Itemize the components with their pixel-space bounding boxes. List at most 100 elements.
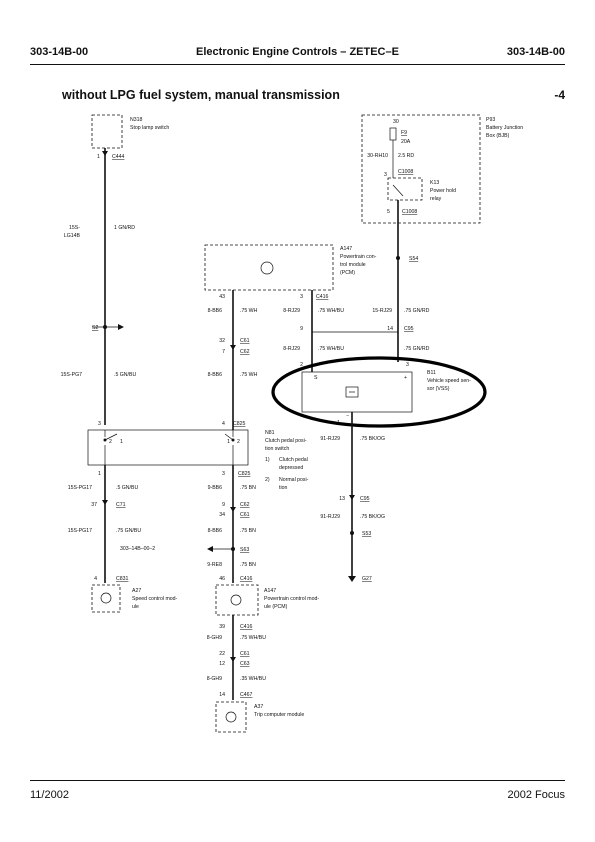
n318-id: N318 <box>130 117 143 123</box>
c95-bottom: C95 <box>360 496 370 502</box>
s2-arrow <box>118 324 124 330</box>
ckt-15s: 15S- <box>69 225 80 231</box>
b11-vss-box <box>301 371 413 413</box>
vss-terminal-minus: − <box>346 413 349 419</box>
header-rule <box>30 64 565 65</box>
n81-sw-right-2: 2 <box>237 439 240 445</box>
ckt-lg14b: LG14B <box>64 233 81 239</box>
pin-43: 43 <box>219 294 225 300</box>
a37-id: A37 <box>254 704 263 710</box>
wire-75bn-a: .75 BN <box>240 485 256 491</box>
ckt-8bb6-b: 8-BB6 <box>208 372 223 378</box>
n81-pin-4: 4 <box>222 421 225 427</box>
n81-sw-right-1: 1 <box>227 439 230 445</box>
ckt-9re8: 9-RE8 <box>207 562 222 568</box>
diagram-subtitle: without LPG fuel system, manual transmis… <box>62 88 340 102</box>
a147-top-id: A147 <box>340 246 352 252</box>
pin-9b: 9 <box>222 502 225 508</box>
n81-pin-3: 3 <box>98 421 101 427</box>
n81-legend-2b: tion <box>279 485 287 491</box>
wire-75bn-c: .75 BN <box>240 562 256 568</box>
wire-5gnbu-top: .5 GN/BU <box>114 372 136 378</box>
n81-sw-left-1: 1 <box>120 439 123 445</box>
wire-75wh-a: .75 WH <box>240 308 258 314</box>
a37-module-icon <box>225 711 237 723</box>
wire-75bn-b: .75 BN <box>240 528 256 534</box>
f9-rating: 20A <box>401 139 411 145</box>
a27-name-2: ule <box>132 604 139 610</box>
pin-34: 34 <box>219 512 225 518</box>
bjb-wire: 2.5 RD <box>398 153 414 159</box>
p93-name-1: Battery Junction <box>486 125 523 131</box>
f9-fuse-icon <box>389 127 397 141</box>
ckt-15spg7: 15S-PG7 <box>61 372 82 378</box>
a147-module-icon <box>260 261 274 275</box>
ckt-91rj29-b: 91-RJ29 <box>320 514 340 520</box>
c467-connector: C467 <box>240 692 253 698</box>
ckt-8gh9-b: 8-GH9 <box>207 676 222 682</box>
n81-legend-2a: Normal posi- <box>279 477 309 483</box>
ckt-15rj29: 15-RJ29 <box>372 308 392 314</box>
n81-clutch-switch-box <box>87 429 249 466</box>
n81-name-1: Clutch pedal posi- <box>265 438 307 444</box>
c61-c: C61 <box>240 651 250 657</box>
ckt-9bb6-a: 9-BB6 <box>208 485 223 491</box>
k13-name-2: relay <box>430 196 442 202</box>
n81-pin-1: 1 <box>98 471 101 477</box>
ckt-15spg17-b: 15S-PG17 <box>68 528 92 534</box>
s53-splice-dot <box>350 531 354 535</box>
vss-sensor-icon <box>345 386 359 398</box>
c62-b-terminal <box>230 507 236 512</box>
c63-connector: C63 <box>240 661 250 667</box>
ckt-8rj29-b: 8-RJ29 <box>283 346 300 352</box>
c444-connector: C444 <box>112 154 125 160</box>
c71-terminal <box>102 500 108 505</box>
c825-bottom: C825 <box>238 471 251 477</box>
section-number-right: 303-14B-00 <box>506 46 565 58</box>
c62-a: C62 <box>240 349 250 355</box>
c95-bottom-terminal <box>349 495 355 500</box>
splice-s63: S63 <box>240 547 249 553</box>
wire-75gnbu: .75 GN/BU <box>116 528 141 534</box>
k13-relay-box <box>387 177 423 201</box>
footer-date: 11/2002 <box>30 789 69 801</box>
vss-pin-3: 3 <box>406 362 409 368</box>
c61-c-terminal <box>230 657 236 662</box>
ckt-8gh9-a: 8-GH9 <box>207 635 222 641</box>
k13-relay-contact <box>392 184 404 197</box>
a27-pin: 4 <box>94 576 97 582</box>
c1008-bottom: C1008 <box>402 209 417 215</box>
a27-speed-control-module-box <box>91 584 121 613</box>
pin-3: 3 <box>300 294 303 300</box>
wire-75gnrd-a: .75 GN/RD <box>404 308 430 314</box>
wire-35whbu: .35 WH/BU <box>240 676 266 682</box>
n318-pin: 1 <box>97 154 100 160</box>
pin-14: 14 <box>387 326 393 332</box>
n318-stop-lamp-switch-box <box>91 114 123 149</box>
n81-pin-3b: 3 <box>222 471 225 477</box>
c95-top: C95 <box>404 326 414 332</box>
diagram-page-marker: -4 <box>554 88 565 102</box>
c61-a-terminal <box>230 345 236 350</box>
c61-b: C61 <box>240 512 250 518</box>
a147-top-name-2: trol module <box>340 262 366 268</box>
c444-terminal <box>102 151 108 156</box>
pin-12: 12 <box>219 661 225 667</box>
n81-legend-1b: depressed <box>279 465 303 471</box>
c825-top: C825 <box>233 421 246 427</box>
wire-75gnrd-b: .75 GN/RD <box>404 346 430 352</box>
s54-splice-dot <box>396 256 400 260</box>
ckt-8rj29-a: 8-RJ29 <box>283 308 300 314</box>
c416-bot: C416 <box>240 624 253 630</box>
pin-13: 13 <box>339 496 345 502</box>
bjb-ckt: 30-RH10 <box>367 153 388 159</box>
n81-legend-1-num: 1) <box>265 457 270 463</box>
ground-g27: G27 <box>362 576 372 582</box>
a27-id: A27 <box>132 588 141 594</box>
pin-22: 22 <box>219 651 225 657</box>
pin-14b: 14 <box>219 692 225 698</box>
pin-46: 46 <box>219 576 225 582</box>
s2-splice-dot <box>103 325 107 329</box>
wire-1-gnrd-label: 1 GN/RD <box>114 225 135 231</box>
